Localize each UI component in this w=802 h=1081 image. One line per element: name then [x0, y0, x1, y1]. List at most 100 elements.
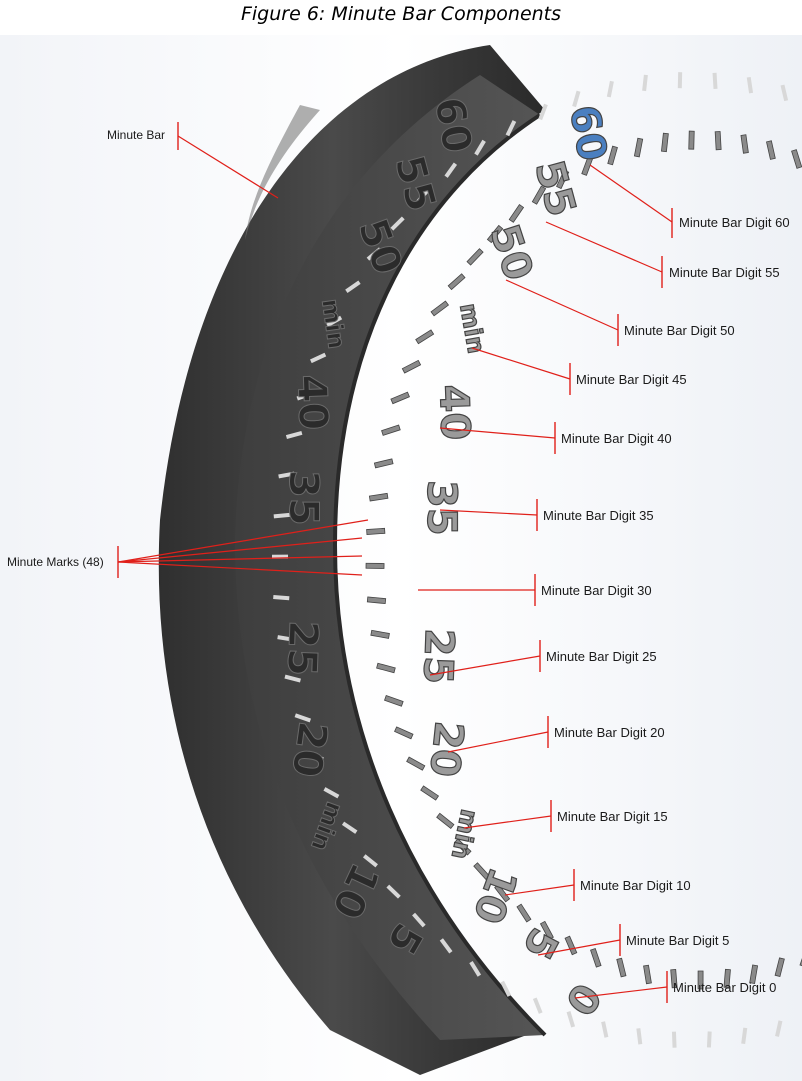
loose-minute-mark	[539, 920, 554, 941]
loose-minute-mark	[564, 935, 578, 956]
label-digit-50: Minute Bar Digit 50	[624, 323, 735, 338]
minute-bar-side-highlight	[245, 105, 320, 240]
face-slot	[538, 103, 548, 121]
face-slot	[671, 1031, 677, 1048]
loose-minute-mark	[791, 149, 802, 169]
loose-minute-mark	[531, 185, 547, 205]
loose-minute-mark	[365, 562, 385, 569]
loose-minute-mark	[420, 785, 440, 801]
face-slot	[366, 247, 382, 261]
label-digit-5: Minute Bar Digit 5	[626, 933, 729, 948]
face-slot	[439, 938, 453, 954]
loose-minute-mark	[616, 957, 627, 978]
label-digit-60: Minute Bar Digit 60	[679, 215, 790, 230]
face-slot	[505, 120, 517, 137]
leader-minute-marks-1	[117, 519, 369, 563]
loose-minute-mark	[633, 137, 644, 158]
leader-60	[589, 164, 673, 223]
face-slot	[296, 391, 313, 401]
leader-35	[439, 509, 538, 516]
loose-digit-60: 60	[560, 102, 615, 165]
face-slot	[278, 471, 295, 479]
label-digit-20: Minute Bar Digit 20	[554, 725, 665, 740]
face-digit-25: 25	[278, 620, 326, 677]
minute-bar-outer-side	[158, 45, 545, 1075]
face-slot	[294, 713, 312, 723]
label-digit-25: Minute Bar Digit 25	[546, 649, 657, 664]
face-slot	[284, 674, 301, 683]
leader-minute-bar	[177, 135, 279, 199]
face-slot	[500, 980, 512, 997]
label-digit-45: Minute Bar Digit 45	[576, 372, 687, 387]
leader-lines	[117, 122, 673, 1003]
leader-50	[505, 279, 619, 331]
face-slot	[412, 912, 426, 928]
face-slot	[741, 1027, 748, 1044]
loose-minute-mark	[381, 424, 401, 436]
face-slot	[572, 90, 581, 108]
face-slot	[416, 188, 430, 203]
label-minute-marks: Minute Marks (48)	[7, 555, 104, 569]
loose-minute-mark	[486, 224, 504, 244]
loose-minute-mark	[688, 130, 695, 150]
face-slot	[642, 74, 648, 92]
loose-minute-mark	[406, 756, 426, 771]
leader-40	[439, 427, 556, 439]
loose-minute-mark	[366, 596, 387, 605]
face-slot	[345, 280, 361, 293]
loose-minute-mark	[415, 329, 435, 345]
face-slot	[706, 1031, 712, 1048]
face-slot	[532, 997, 543, 1014]
face-slot	[341, 821, 358, 834]
leader-25	[429, 655, 541, 676]
loose-minute-mark	[556, 169, 570, 190]
loose-minute-mark	[714, 131, 722, 151]
face-slot	[606, 80, 614, 98]
face-slot	[775, 1020, 783, 1037]
loose-minute-mark	[607, 145, 618, 166]
loose-minute-mark	[473, 862, 491, 881]
face-slot	[362, 854, 378, 868]
label-digit-15: Minute Bar Digit 15	[557, 809, 668, 824]
loose-minute-mark	[494, 883, 511, 903]
loose-minute-mark	[370, 629, 390, 639]
loose-minute-mark	[401, 359, 422, 374]
label-digit-0: Minute Bar Digit 0	[673, 980, 776, 995]
loose-minute-mark	[774, 957, 785, 977]
loose-minute-mark	[373, 458, 394, 469]
leader-15	[463, 815, 552, 829]
loose-minute-mark	[581, 156, 594, 176]
loose-minute-mark	[384, 695, 404, 707]
face-slot	[636, 1028, 643, 1045]
label-digit-30: Minute Bar Digit 30	[541, 583, 652, 598]
loose-digit-25: 25	[414, 628, 462, 685]
loose-minute-mark	[766, 140, 776, 160]
face-slot	[780, 84, 789, 102]
loose-minute-mark	[590, 947, 602, 968]
face-slot	[273, 512, 290, 519]
loose-minute-mark	[430, 300, 450, 317]
loose-minute-mark	[376, 662, 396, 674]
leader-10	[504, 884, 575, 896]
face-slots	[271, 72, 789, 1048]
loose-minute-mark	[749, 964, 759, 984]
face-slot	[273, 595, 290, 601]
face-slot	[444, 162, 458, 178]
loose-minute-mark	[643, 964, 652, 985]
face-slot	[277, 635, 294, 642]
face-digit-20: 20	[282, 719, 335, 781]
labels: Minute Bar Minute Marks (48) Minute Bar …	[7, 128, 790, 995]
face-slot	[326, 315, 343, 328]
face-slot	[746, 76, 754, 94]
loose-digit-35: 35	[418, 480, 464, 536]
face-digit-35: 35	[280, 470, 326, 526]
figure-caption: Figure 6: Minute Bar Components	[240, 3, 562, 25]
loose-minute-mark	[697, 970, 704, 990]
loose-minute-mark	[368, 492, 389, 502]
loose-minute-mark	[390, 391, 410, 405]
label-digit-35: Minute Bar Digit 35	[543, 508, 654, 523]
loose-minute-mark	[466, 248, 484, 266]
loose-minute-mark	[740, 134, 749, 154]
label-digit-55: Minute Bar Digit 55	[669, 265, 780, 280]
